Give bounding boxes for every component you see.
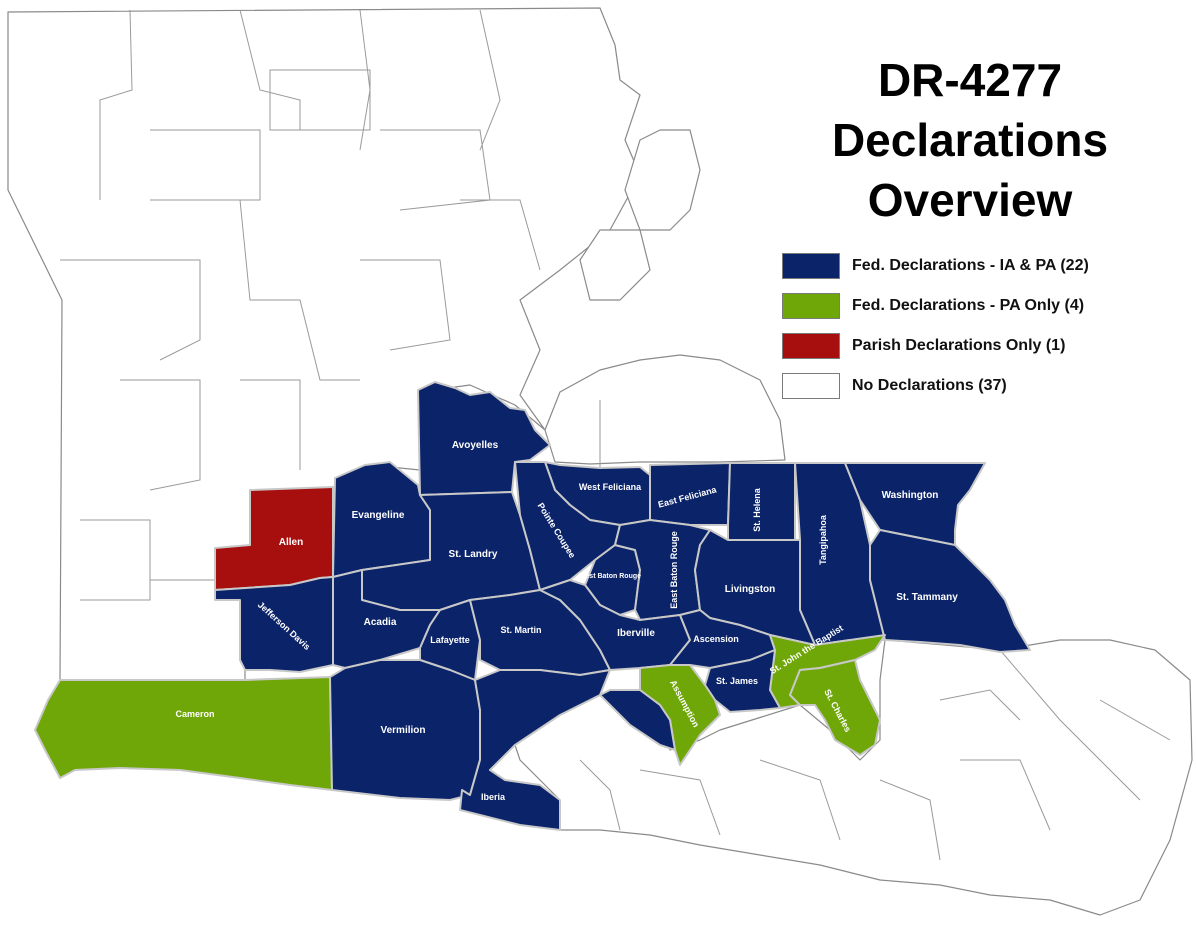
- declared-parishes: [34, 381, 1031, 831]
- legend-label-parish-only: Parish Declarations Only (1): [852, 337, 1066, 354]
- title-line-2: Declarations: [831, 114, 1109, 166]
- parish-st-tammany: [869, 529, 1031, 653]
- parish-st-charles: [789, 659, 881, 756]
- legend-swatch-pa-only: [782, 293, 840, 319]
- label-tangipahoa: Tangipahoa: [818, 514, 828, 565]
- legend-label-pa-only: Fed. Declarations - PA Only (4): [852, 297, 1085, 314]
- label-st-landry: St. Landry: [449, 549, 498, 560]
- label-st-tammany: St. Tammany: [896, 592, 958, 603]
- label-cameron: Cameron: [175, 709, 214, 719]
- label-avoyelles: Avoyelles: [452, 440, 499, 451]
- label-lafayette: Lafayette: [430, 635, 470, 645]
- label-iberville: Iberville: [617, 628, 655, 639]
- label-west-feliciana: West Feliciana: [579, 482, 642, 492]
- label-st-martin: St. Martin: [500, 625, 541, 635]
- legend-swatch-none: [782, 373, 840, 399]
- label-washington: Washington: [882, 490, 939, 501]
- parish-cameron: [34, 676, 333, 791]
- parish-jefferson-davis: [214, 576, 334, 673]
- undeclared-parishes: [7, 7, 1193, 916]
- legend-item-pa-only: Fed. Declarations - PA Only (4): [782, 292, 1089, 320]
- legend-label-ia-pa: Fed. Declarations - IA & PA (22): [852, 257, 1089, 274]
- legend-item-ia-pa: Fed. Declarations - IA & PA (22): [782, 252, 1089, 280]
- map-legend: Fed. Declarations - IA & PA (22) Fed. De…: [782, 252, 1089, 412]
- label-livingston: Livingston: [725, 584, 776, 595]
- label-allen: Allen: [279, 537, 303, 548]
- map-title: DR-4277 Declarations Overview: [800, 50, 1140, 230]
- label-st-helena: St. Helena: [752, 487, 762, 532]
- label-evangeline: Evangeline: [352, 510, 405, 521]
- legend-swatch-parish-only: [782, 333, 840, 359]
- label-vermilion: Vermilion: [380, 725, 425, 736]
- title-line-1: DR-4277: [877, 54, 1063, 106]
- label-ascension: Ascension: [693, 634, 739, 644]
- label-acadia: Acadia: [364, 617, 397, 628]
- parish-washington: [844, 462, 986, 546]
- title-line-3: Overview: [867, 174, 1073, 226]
- label-iberia: Iberia: [481, 792, 506, 802]
- legend-label-none: No Declarations (37): [852, 377, 1007, 394]
- legend-swatch-ia-pa: [782, 253, 840, 279]
- label-west-baton-rouge: West Baton Rouge: [579, 573, 641, 580]
- parish-lower-st-martin: [599, 689, 676, 751]
- parish-iberia: [459, 669, 611, 831]
- legend-item-none: No Declarations (37): [782, 372, 1089, 400]
- legend-item-parish-only: Parish Declarations Only (1): [782, 332, 1089, 360]
- parish-avoyelles: [417, 381, 551, 496]
- label-st-james: St. James: [716, 676, 758, 686]
- label-east-baton-rouge: East Baton Rouge: [669, 531, 679, 609]
